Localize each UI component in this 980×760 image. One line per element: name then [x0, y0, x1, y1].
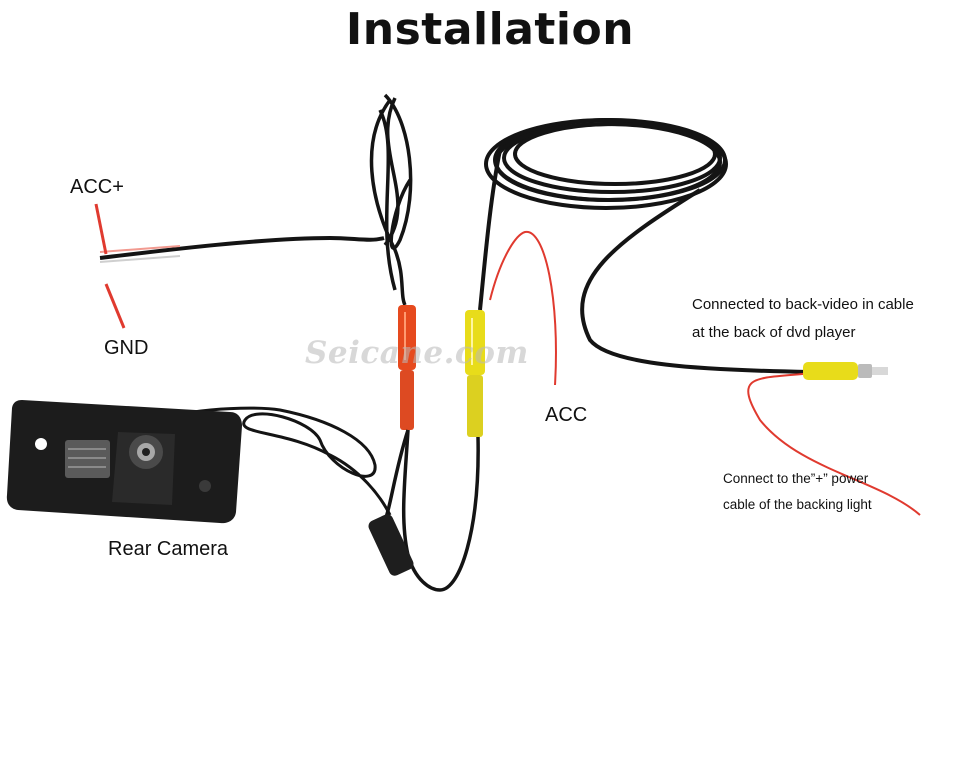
inline-connector [368, 514, 414, 576]
yellow-connector [465, 310, 485, 437]
long-cable-coil [478, 118, 811, 374]
camera-cable [144, 406, 392, 516]
red-connector [398, 305, 416, 430]
page-title: Installation [345, 4, 635, 55]
backing-light-red-wire [747, 371, 921, 516]
acc-plus-label: ACC+ [70, 176, 124, 198]
gnd-label: GND [104, 337, 149, 359]
back-video-caption-line1: Connected to back-video in cable [692, 296, 914, 313]
acc-label: ACC [545, 404, 588, 426]
acc-red-wire [489, 230, 557, 386]
rear-camera-icon [6, 400, 243, 524]
power-caption-line1: Connect to the”+” power [723, 471, 869, 486]
watermark: Seicane.com [305, 335, 529, 371]
rca-connector-icon [803, 362, 888, 380]
back-video-caption-line2: at the back of dvd player [692, 324, 856, 341]
rear-camera-label: Rear Camera [108, 538, 229, 560]
power-caption-line2: cable of the backing light [723, 497, 872, 512]
short-cable-coil [369, 93, 413, 306]
power-wire [94, 203, 385, 329]
